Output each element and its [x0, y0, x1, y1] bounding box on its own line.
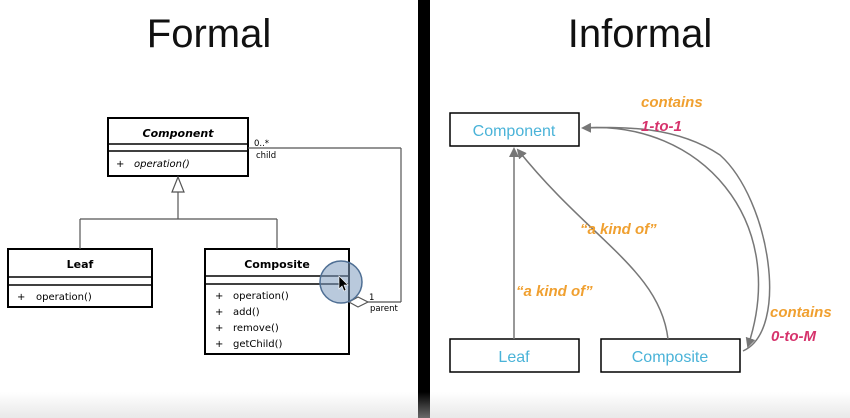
aggregation-connector: [248, 147, 402, 303]
composite-class-name: Composite: [244, 258, 310, 271]
formal-panel: Formal Component + operation() Leaf + op…: [0, 0, 418, 418]
visibility-marker: +: [215, 291, 223, 302]
arrow-composite-contains-component: [581, 122, 771, 352]
informal-box-leaf: Leaf: [449, 338, 580, 373]
composite-remove: remove(): [233, 323, 279, 334]
panel-divider: [418, 0, 430, 418]
contains-multiplicity-top: 1-to-1: [641, 118, 682, 135]
formal-uml-diagram: Component + operation() Leaf + operation…: [7, 117, 402, 355]
composite-getchild: getChild(): [233, 339, 283, 350]
informal-component-label: Component: [473, 123, 556, 140]
uml-class-leaf: Leaf + operation(): [7, 248, 153, 308]
contains-label-top: contains: [641, 94, 703, 111]
contains-multiplicity-bottom: 0-to-M: [771, 328, 816, 345]
arrow-component-contains-composite: [582, 126, 760, 348]
uml-class-component: Component + operation(): [107, 117, 249, 177]
informal-box-composite: Composite: [600, 338, 741, 373]
visibility-marker: +: [215, 307, 223, 318]
mouse-pointer-icon: [338, 275, 349, 292]
role-child: child: [256, 151, 276, 161]
uml-class-composite: Composite + operation() + add() + remove…: [204, 248, 350, 355]
composite-add: add(): [233, 307, 260, 318]
leaf-operation: operation(): [36, 292, 92, 303]
leaf-class-name: Leaf: [67, 258, 94, 271]
informal-panel: Informal Component Leaf Composite “a kin…: [430, 0, 850, 418]
arrow-composite-to-component: [516, 148, 669, 340]
informal-title: Informal: [567, 12, 713, 56]
component-class-name: Component: [143, 127, 215, 140]
contains-label-bottom: contains: [770, 304, 832, 321]
visibility-marker: +: [116, 159, 124, 170]
kind-of-label-lower: “a kind of”: [516, 283, 593, 300]
visibility-marker: +: [215, 323, 223, 334]
role-parent: parent: [370, 304, 399, 314]
multiplicity-parent: 1: [369, 293, 374, 303]
generalization-connector: [79, 192, 278, 249]
composite-operation: operation(): [233, 291, 289, 302]
component-operation: operation(): [134, 159, 190, 170]
bottom-shadow: [0, 392, 850, 418]
multiplicity-child: 0..*: [254, 139, 269, 149]
informal-leaf-label: Leaf: [498, 349, 530, 366]
formal-title: Formal: [146, 12, 272, 56]
kind-of-label-upper: “a kind of”: [580, 221, 657, 238]
visibility-marker: +: [17, 292, 25, 303]
generalization-arrowhead: [171, 175, 185, 193]
visibility-marker: +: [215, 339, 223, 350]
informal-composite-label: Composite: [632, 349, 709, 366]
informal-diagram: Component Leaf Composite “a kind of” “a …: [449, 94, 832, 373]
informal-box-component: Component: [449, 112, 580, 147]
